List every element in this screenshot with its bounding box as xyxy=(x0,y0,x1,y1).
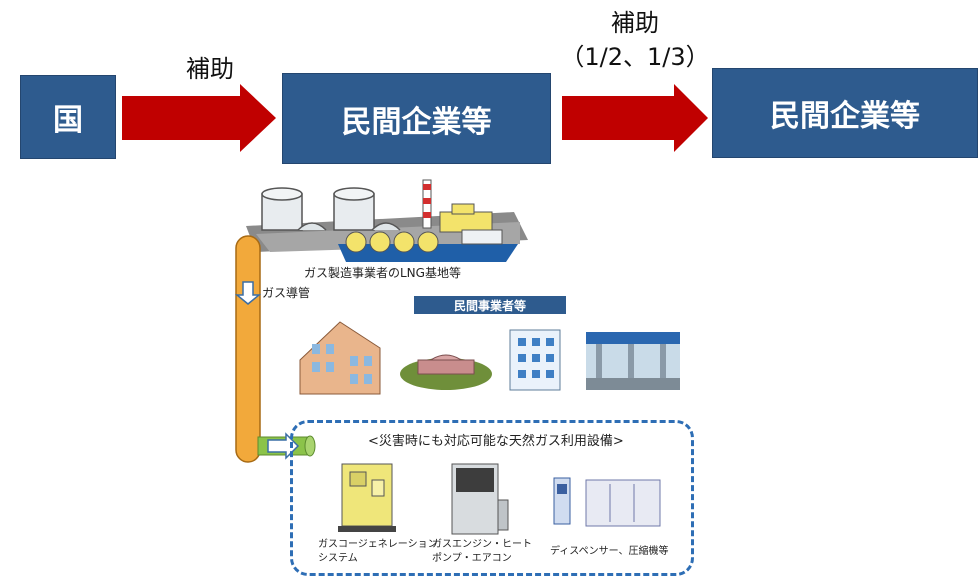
apartment-building-icon xyxy=(299,321,381,395)
arrow-companies-to-companies xyxy=(562,84,708,152)
equipment-dashed-box xyxy=(290,420,694,576)
equipment-label-line: システム xyxy=(318,553,358,564)
shopping-mall-icon xyxy=(400,354,492,390)
down-arrow-icon xyxy=(234,281,262,305)
gas-dispenser-icon xyxy=(553,477,571,525)
equipment-label-heat-pump: ガスエンジン・ヒート ポンプ・エアコン xyxy=(432,538,532,566)
subsidy-label-1: 補助 xyxy=(186,55,234,83)
target-box-label: 民間企業等 xyxy=(770,99,920,134)
equipment-label-cogeneration: ガスコージェネレーション システム xyxy=(318,538,438,566)
gas-station-photo xyxy=(586,332,680,390)
gas-heat-pump-icon xyxy=(451,463,509,535)
equipment-heading: <災害時にも対応可能な天然ガス利用設備> xyxy=(368,434,624,449)
target-box-companies: 民間企業等 xyxy=(712,68,978,158)
middle-box-companies: 民間企業等 xyxy=(282,73,551,164)
source-box-label: 国 xyxy=(53,103,83,138)
private-operators-tag: 民間事業者等 xyxy=(414,296,566,314)
equipment-label-line: ガスエンジン・ヒート xyxy=(432,539,532,550)
arrow-country-to-companies xyxy=(122,84,276,152)
equipment-label-line: ディスペンサー、圧縮機等 xyxy=(550,546,669,557)
cogeneration-unit-icon xyxy=(338,463,396,532)
source-box-country: 国 xyxy=(20,75,116,159)
gas-pipe-caption: ガス導管 xyxy=(262,286,311,300)
lng-base-illustration xyxy=(246,179,528,262)
equipment-label-line: ポンプ・エアコン xyxy=(432,553,512,564)
middle-box-label: 民間企業等 xyxy=(341,104,492,140)
office-building-icon xyxy=(509,329,561,391)
equipment-label-dispenser: ディスペンサー、圧縮機等 xyxy=(550,542,669,557)
compressor-unit-icon xyxy=(585,479,661,527)
equipment-label-line: ガスコージェネレーション xyxy=(318,539,438,550)
subsidy-label-2: 補助 xyxy=(611,9,659,37)
lng-base-caption: ガス製造事業者のLNG基地等 xyxy=(304,266,461,280)
subsidy-rate-label: （1/2、1/3） xyxy=(560,43,710,71)
